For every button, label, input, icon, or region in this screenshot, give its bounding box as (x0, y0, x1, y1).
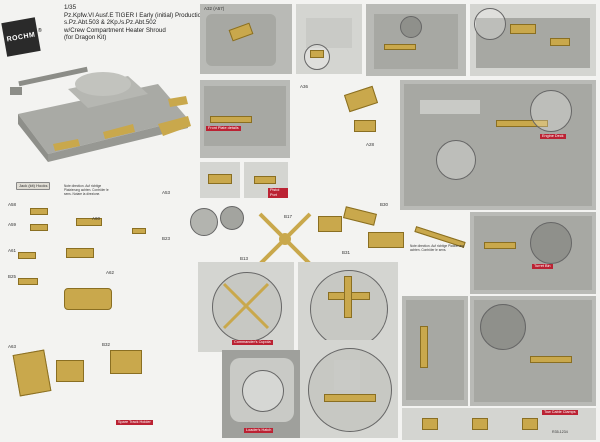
photo-tile-tow-clamps: Tow Cable Clamps R35-1234 (402, 408, 596, 440)
instruction-note: Note direction. Auf richtige Platzierung… (64, 184, 109, 196)
photo-tile-small-1 (200, 162, 240, 198)
caption-label: Turret Bin (532, 264, 553, 269)
photo-tile-hatch-detail (300, 340, 398, 438)
photo-tile-hull-side: Engine Deck (400, 80, 596, 210)
part-tag: B23 (162, 236, 171, 241)
parts-cluster-clamps: B30 B31 (340, 196, 416, 266)
part-tag: B17 (284, 214, 293, 219)
footer-code: R35-1234 (552, 430, 568, 434)
title-line: 1/35 (64, 4, 77, 11)
part-tag: A62 (106, 270, 115, 275)
part-tag: B25 (8, 274, 17, 279)
part-tag: A59 (8, 222, 17, 227)
caption-label: Spare Track Holder (116, 420, 153, 425)
caption-label: Commander's Cupola (232, 340, 273, 345)
registered-mark: ® (38, 28, 42, 34)
tank-illustration (10, 66, 191, 162)
cross-bracket-part (258, 212, 312, 266)
parts-cluster-bin: A36 A28 (296, 80, 396, 160)
part-tag: A53 (162, 190, 171, 195)
caption-label: Front Plate details (206, 126, 241, 131)
caption-label: Engine Deck (540, 134, 566, 139)
photo-tile-engine-deck (366, 4, 466, 76)
part-tag: A28 (366, 142, 375, 147)
parts-cluster-lower-left: A63 B32 Spare Track Holder (6, 340, 196, 438)
photo-tile-hull-rear (470, 296, 596, 406)
part-tag: A36 (300, 84, 309, 89)
photo-tile-turret-rear: A32 (A57) (200, 4, 292, 74)
caption-label: Loader's Hatch (244, 428, 274, 433)
part-tag: A58 (8, 202, 17, 207)
instruction-note: Note direction. Auf richtige Platzierung… (410, 244, 465, 252)
callout-label: Jack (kit) Hooks (16, 182, 51, 190)
title-line: w/Crew Compartment Heater Shroud (64, 26, 166, 34)
photo-tile-tools (470, 4, 596, 76)
part-tag: A60 (92, 216, 101, 221)
part-tag: B30 (380, 202, 389, 207)
tank-render (8, 44, 193, 174)
caption-label: Tow Cable Clamps (542, 410, 578, 415)
photo-tile-cupola-b (298, 262, 398, 352)
title-block: 1/35 Pz.Kpfw.VI Ausf.E TIGER I Early (in… (64, 4, 205, 42)
cupola-bracket (222, 282, 270, 330)
photo-tile-small-2: Pistol Port (244, 162, 288, 198)
title-line: Pz.Kpfw.VI Ausf.E TIGER I Early (initial… (64, 11, 205, 19)
brand-logo-text: ROCHM (6, 31, 36, 43)
title-line: (for Dragon Kit) (64, 34, 107, 42)
part-tag: A63 (8, 344, 17, 349)
part-tag: B31 (342, 250, 351, 255)
photo-tile-front-plate: Front Plate details (200, 80, 290, 158)
part-tag: A32 (A57) (204, 6, 225, 11)
photo-tile-cupola-a: Commander's Cupola (198, 262, 294, 352)
caption-label: Pistol Port (268, 188, 288, 198)
parts-cluster-hooks: Jack (kit) Hooks Note direction. Auf ric… (6, 182, 196, 340)
part-tag: B13 (240, 256, 249, 261)
parts-cluster-fender: Note direction. Auf richtige Platzierung… (410, 214, 470, 274)
photo-tile-loaders-hatch: Loader's Hatch (222, 350, 302, 438)
photo-tile-turret-top: Turret Bin (470, 212, 596, 294)
parts-cluster-posts: A53 B23 (128, 180, 198, 260)
parts-cluster-center: B13 B17 (190, 200, 342, 290)
photo-tile-side-detail (402, 296, 468, 406)
photo-tile-bin (296, 4, 362, 74)
title-line: s.Pz.Abt.503 & 2Kp./s.Pz.Abt.502 (64, 19, 157, 27)
part-tag: B32 (102, 342, 111, 347)
part-tag: A61 (8, 248, 17, 253)
